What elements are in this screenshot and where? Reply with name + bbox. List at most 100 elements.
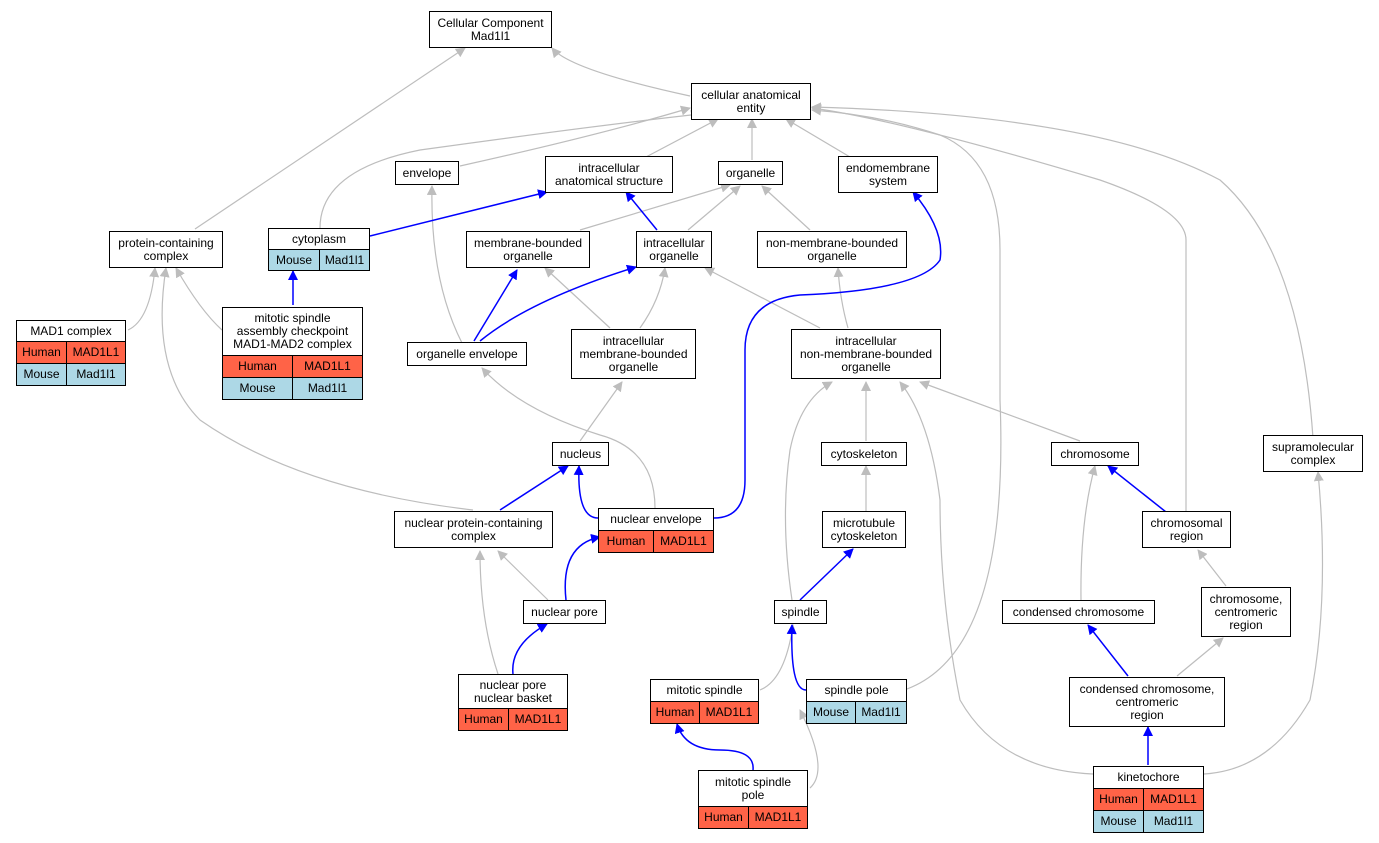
go-node-nuclear-envelope[interactable]: nuclear envelope xyxy=(598,508,714,531)
edge-cytoplasm-cae xyxy=(319,110,701,229)
go-node-endomembrane-system[interactable]: endomembrane system xyxy=(838,156,938,193)
edge-oe-envelope xyxy=(426,185,463,344)
go-node-organelle[interactable]: organelle xyxy=(718,161,783,185)
gene-mad1l1-mouse[interactable]: Mad1l1 xyxy=(293,377,363,400)
species-human: Human xyxy=(1093,788,1144,811)
annotation-kin-mouse: Mouse Mad1l1 xyxy=(1093,810,1204,833)
edge-spindle-mtcs xyxy=(799,548,854,601)
edge-nucleus-imbo xyxy=(579,381,623,442)
edge-ms-spindle xyxy=(759,624,797,691)
edge-ias-cae xyxy=(645,118,719,158)
edge-ne-endo xyxy=(713,191,942,519)
go-node-chromosomal-region[interactable]: chromosomal region xyxy=(1142,511,1231,548)
annotation-ms-human: Human MAD1L1 xyxy=(650,701,759,724)
annotation-msp-human: Human MAD1L1 xyxy=(698,806,808,829)
gene-mad1l1-human[interactable]: MAD1L1 xyxy=(700,701,759,724)
edge-mbo-organelle xyxy=(579,182,731,231)
edge-npnb-npcc xyxy=(475,550,499,675)
go-node-protein-containing-complex[interactable]: protein-containing complex xyxy=(109,231,223,268)
gene-mad1l1-human[interactable]: MAD1L1 xyxy=(293,355,363,378)
edge-cencr-chromreg xyxy=(1197,549,1227,587)
edge-np-ne xyxy=(564,533,601,601)
go-node-intracellular-anatomical-structure[interactable]: intracellular anatomical structure xyxy=(545,156,673,193)
edge-ne-oe xyxy=(481,367,656,509)
go-node-envelope[interactable]: envelope xyxy=(395,161,459,185)
gene-mad1l1-human[interactable]: MAD1L1 xyxy=(654,530,714,553)
go-node-condensed-chromosome-centromeric-region[interactable]: condensed chromosome, centromeric region xyxy=(1069,677,1225,727)
go-node-intracellular-organelle[interactable]: intracellular organelle xyxy=(636,231,712,268)
edge-oe-io xyxy=(479,264,637,342)
gene-mad1l1-mouse[interactable]: Mad1l1 xyxy=(1144,810,1204,833)
edge-condchr-ccr xyxy=(1087,624,1129,677)
go-node-cytoplasm[interactable]: cytoplasm xyxy=(268,228,370,250)
go-node-supramolecular-complex[interactable]: supramolecular complex xyxy=(1263,435,1363,472)
annotation-mad1-human: Human MAD1L1 xyxy=(16,341,126,364)
go-node-non-membrane-bounded-organelle[interactable]: non-membrane-bounded organelle xyxy=(757,231,907,268)
edge-msac-pcc xyxy=(175,267,223,331)
edge-cytoplasm-ias xyxy=(369,189,548,237)
gene-mad1l1-human[interactable]: MAD1L1 xyxy=(1144,788,1204,811)
go-node-kinetochore[interactable]: kinetochore xyxy=(1093,766,1204,789)
species-mouse: Mouse xyxy=(268,249,320,271)
edge-inmbo-io xyxy=(704,267,821,329)
go-node-mitotic-spindle[interactable]: mitotic spindle xyxy=(650,679,759,702)
edge-imbo-mbo xyxy=(544,267,611,329)
go-node-cytoskeleton[interactable]: cytoskeleton xyxy=(821,442,907,466)
edge-msp-ms xyxy=(674,723,754,771)
species-human: Human xyxy=(222,355,293,378)
go-node-spindle-pole[interactable]: spindle pole xyxy=(806,679,907,702)
species-human: Human xyxy=(458,708,509,731)
edge-nucleus-ne xyxy=(573,465,599,519)
gene-mad1l1-mouse[interactable]: Mad1l1 xyxy=(320,249,370,271)
gene-mad1l1-human[interactable]: MAD1L1 xyxy=(749,806,808,829)
annotation-npnb-human: Human MAD1L1 xyxy=(458,708,568,731)
annotation-msac-mouse: Mouse Mad1l1 xyxy=(222,377,363,400)
edge-mad1-pcc xyxy=(127,267,160,331)
edge-nmbo-organelle xyxy=(761,185,811,231)
go-node-nuclear-protein-containing-complex[interactable]: nuclear protein-containing complex xyxy=(394,511,553,548)
annotation-mad1-mouse: Mouse Mad1l1 xyxy=(16,363,126,386)
annotation-ne-human: Human MAD1L1 xyxy=(598,530,714,553)
go-node-nuclear-pore[interactable]: nuclear pore xyxy=(523,600,606,624)
species-human: Human xyxy=(16,341,67,364)
species-human: Human xyxy=(650,701,700,724)
edge-inmbo-nmbo xyxy=(833,267,849,329)
species-human: Human xyxy=(698,806,749,829)
go-node-microtubule-cytoskeleton[interactable]: microtubule cytoskeleton xyxy=(822,511,906,548)
go-node-nuclear-pore-nuclear-basket[interactable]: nuclear pore nuclear basket xyxy=(458,674,568,709)
go-node-cellular-anatomical-entity[interactable]: cellular anatomical entity xyxy=(691,83,811,120)
edge-kin-inmbo xyxy=(899,381,1094,775)
edge-io-organelle xyxy=(687,185,741,231)
annotation-cytoplasm: Mouse Mad1l1 xyxy=(268,249,370,271)
edge-condchr-chromosome xyxy=(1080,465,1098,601)
go-node-condensed-chromosome[interactable]: condensed chromosome xyxy=(1002,600,1155,624)
go-node-chromosome[interactable]: chromosome xyxy=(1051,442,1139,466)
go-node-organelle-envelope[interactable]: organelle envelope xyxy=(407,342,527,366)
species-mouse: Mouse xyxy=(16,363,67,386)
edge-sp-spindle xyxy=(786,624,807,691)
go-node-spindle[interactable]: spindle xyxy=(774,600,827,624)
gene-mad1l1-mouse[interactable]: Mad1l1 xyxy=(67,363,126,386)
edge-supra-cae xyxy=(811,102,1314,439)
species-mouse: Mouse xyxy=(222,377,293,400)
species-human: Human xyxy=(598,530,654,553)
go-node-cellular-component-root[interactable]: Cellular Component Mad1l1 xyxy=(429,11,552,48)
edge-envelope-cae xyxy=(459,105,691,167)
edge-pcc-root xyxy=(194,47,466,230)
edge-npnb-np xyxy=(512,623,548,675)
gene-mad1l1-human[interactable]: MAD1L1 xyxy=(509,708,568,731)
gene-mad1l1-human[interactable]: MAD1L1 xyxy=(67,341,126,364)
edge-chromreg-cae xyxy=(811,104,1187,512)
go-node-mad1-complex[interactable]: MAD1 complex xyxy=(16,320,126,342)
edge-npcc-pcc xyxy=(159,267,474,511)
go-node-nucleus[interactable]: nucleus xyxy=(552,442,609,466)
annotation-msac-human: Human MAD1L1 xyxy=(222,355,363,378)
gene-mad1l1-mouse[interactable]: Mad1l1 xyxy=(856,701,907,724)
go-node-intracellular-membrane-bounded-organelle[interactable]: intracellular membrane-bounded organelle xyxy=(571,329,696,379)
go-node-mitotic-spindle-pole[interactable]: mitotic spindle pole xyxy=(698,770,808,807)
go-node-intracellular-non-membrane-bounded-organelle[interactable]: intracellular non-membrane-bounded organ… xyxy=(791,329,941,379)
go-node-chromosome-centromeric-region[interactable]: chromosome, centromeric region xyxy=(1201,587,1291,637)
go-node-membrane-bounded-organelle[interactable]: membrane-bounded organelle xyxy=(466,231,590,268)
go-node-mad1-mad2-complex[interactable]: mitotic spindle assembly checkpoint MAD1… xyxy=(222,307,363,356)
